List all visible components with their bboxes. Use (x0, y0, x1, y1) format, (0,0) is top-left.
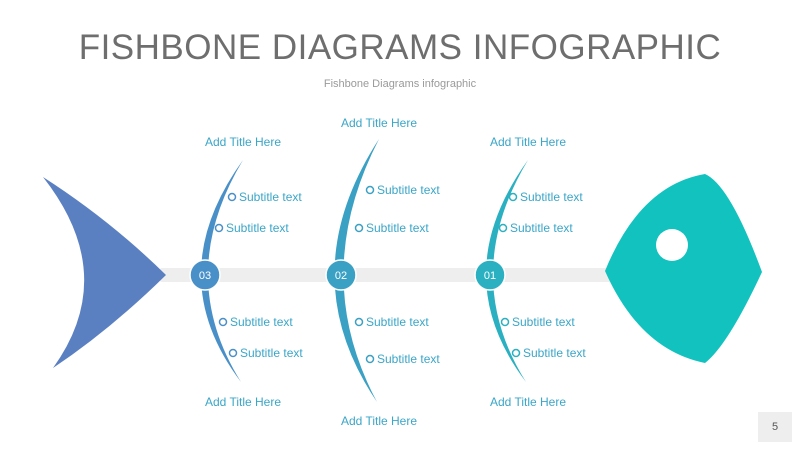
slide-subtitle: Fishbone Diagrams infographic (323, 78, 477, 90)
rib-bottom-title: Add Title Here (490, 395, 566, 409)
rib-top-item: Subtitle text (239, 190, 302, 204)
rib-number-badge (189, 259, 221, 291)
item-bullet (227, 192, 237, 202)
page-number: 5 (758, 412, 792, 442)
item-bullet (354, 317, 364, 327)
item-bullet (500, 317, 510, 327)
item-bullet (498, 223, 508, 233)
rib-bone (200, 160, 243, 382)
item-bullet (365, 354, 375, 364)
rib-top-title: Add Title Here (205, 135, 281, 149)
item-bullet (511, 348, 521, 358)
item-bullet (214, 223, 224, 233)
rib-top-item: Subtitle text (510, 221, 573, 235)
item-bullet (354, 223, 364, 233)
rib-bone (485, 160, 528, 382)
rib-bottom-item: Subtitle text (523, 346, 586, 360)
rib-number: 01 (484, 270, 496, 282)
rib-number: 02 (335, 270, 347, 282)
rib-bottom-item: Subtitle text (377, 352, 440, 366)
rib-top-title: Add Title Here (490, 135, 566, 149)
item-bullet (365, 185, 375, 195)
fish-head (605, 174, 762, 363)
rib-top-item: Subtitle text (226, 221, 289, 235)
rib-top-item: Subtitle text (377, 183, 440, 197)
fish-head-shape (605, 174, 762, 363)
rib-bottom-title: Add Title Here (205, 395, 281, 409)
rib-number-badge (474, 259, 506, 291)
rib-bottom-item: Subtitle text (230, 315, 293, 329)
slide-title: FISHBONE DIAGRAMS INFOGRAPHIC (78, 28, 722, 67)
rib-top-item: Subtitle text (520, 190, 583, 204)
item-bullet (218, 317, 228, 327)
rib-bottom-title: Add Title Here (341, 414, 417, 428)
rib-bottom-item: Subtitle text (240, 346, 303, 360)
rib-bottom-item: Subtitle text (366, 315, 429, 329)
fish-spine (160, 268, 620, 282)
rib-number: 03 (199, 270, 211, 282)
item-bullet (508, 192, 518, 202)
rib-top-item: Subtitle text (366, 221, 429, 235)
rib-number-badge (325, 259, 357, 291)
item-bullet (228, 348, 238, 358)
fish-eye (656, 229, 688, 261)
rib-bottom-item: Subtitle text (512, 315, 575, 329)
rib-top-title: Add Title Here (341, 116, 417, 130)
fish-tail (43, 177, 166, 368)
rib-bone (334, 139, 379, 402)
